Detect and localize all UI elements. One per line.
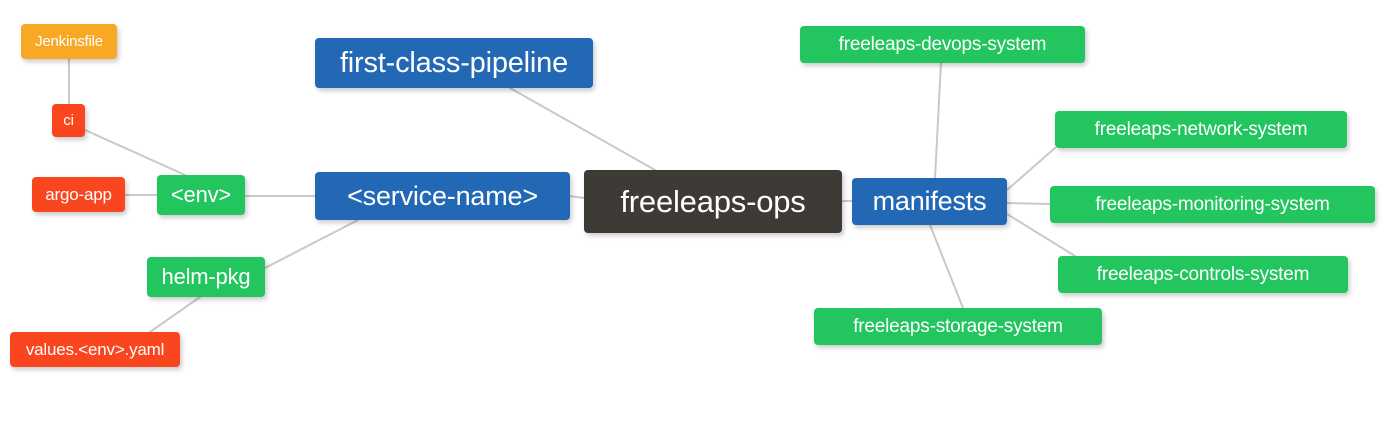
node-service-name[interactable]: <service-name> [315, 172, 570, 220]
node-label-freeleaps-storage-system: freeleaps-storage-system [853, 316, 1063, 337]
node-freeleaps-monitoring-system[interactable]: freeleaps-monitoring-system [1050, 186, 1375, 223]
node-label-freeleaps-devops-system: freeleaps-devops-system [838, 34, 1047, 55]
node-freeleaps-storage-system[interactable]: freeleaps-storage-system [814, 308, 1102, 345]
node-ci[interactable]: ci [52, 104, 85, 137]
node-freeleaps-controls-system[interactable]: freeleaps-controls-system [1058, 256, 1348, 293]
node-label-first-class-pipeline: first-class-pipeline [339, 46, 569, 79]
edge-servicename-ops [569, 195, 585, 199]
node-helm-pkg[interactable]: helm-pkg [147, 257, 265, 297]
edge-manifests-storage [929, 224, 964, 309]
node-label-ci: ci [63, 112, 74, 129]
node-freeleaps-ops[interactable]: freeleaps-ops [584, 170, 842, 233]
node-freeleaps-devops-system[interactable]: freeleaps-devops-system [800, 26, 1085, 63]
node-label-manifests: manifests [872, 186, 987, 216]
node-label-jenkinsfile: Jenkinsfile [35, 33, 103, 50]
edge-helmpkg-servicename [264, 219, 359, 269]
edge-ci-env [84, 129, 186, 176]
node-jenkinsfile[interactable]: Jenkinsfile [21, 24, 117, 59]
node-manifests[interactable]: manifests [852, 178, 1007, 225]
edge-manifests-network [1006, 147, 1056, 191]
node-label-freeleaps-ops: freeleaps-ops [620, 184, 806, 219]
edge-manifests-monitoring [1006, 202, 1051, 205]
node-argo-app[interactable]: argo-app [32, 177, 125, 212]
node-label-values-yaml: values.<env>.yaml [25, 340, 165, 359]
node-label-freeleaps-monitoring-system: freeleaps-monitoring-system [1095, 194, 1330, 215]
edge-firstclass-ops [509, 87, 656, 171]
node-freeleaps-network-system[interactable]: freeleaps-network-system [1055, 111, 1347, 148]
edge-valuesyaml-helmpkg [149, 296, 201, 333]
node-label-freeleaps-network-system: freeleaps-network-system [1094, 119, 1308, 140]
node-label-helm-pkg: helm-pkg [161, 264, 251, 289]
node-first-class-pipeline[interactable]: first-class-pipeline [315, 38, 593, 88]
node-label-service-name: <service-name> [347, 180, 538, 211]
node-values-yaml[interactable]: values.<env>.yaml [10, 332, 180, 367]
node-label-freeleaps-controls-system: freeleaps-controls-system [1096, 264, 1310, 285]
node-label-env: <env> [170, 182, 232, 207]
node-label-argo-app: argo-app [45, 185, 112, 204]
node-env[interactable]: <env> [157, 175, 245, 215]
edge-manifests-devops [934, 62, 942, 179]
